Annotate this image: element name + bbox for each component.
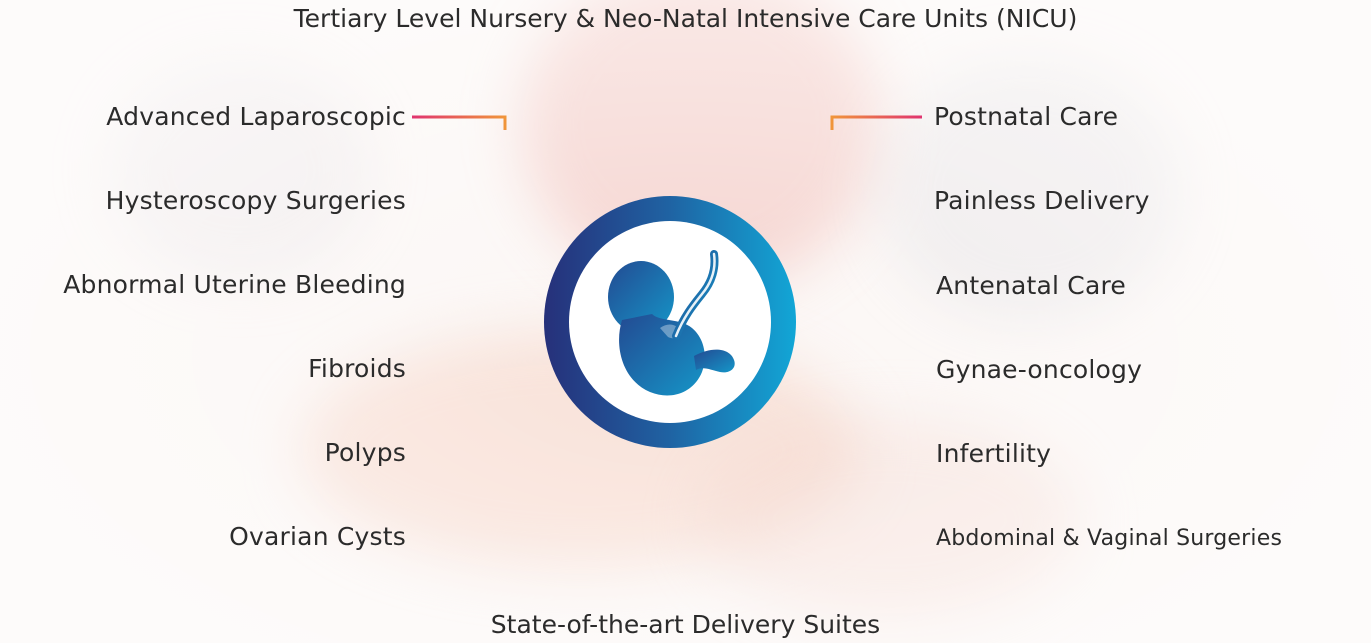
left-item-3: Abnormal Uterine Bleeding <box>63 270 406 299</box>
left-item-5: Polyps <box>324 438 406 467</box>
bottom-title: State-of-the-art Delivery Suites <box>490 610 881 639</box>
left-item-4: Fibroids <box>308 354 406 383</box>
right-item-5: Infertility <box>936 439 1052 468</box>
center-emblem <box>544 196 796 448</box>
top-title: Tertiary Level Nursery & Neo-Natal Inten… <box>293 4 1078 33</box>
left-connector-1 <box>412 115 507 130</box>
right-connector-1 <box>830 115 922 130</box>
fetus-icon <box>608 261 735 396</box>
right-item-2: Painless Delivery <box>934 186 1150 215</box>
right-item-4: Gynae-oncology <box>936 355 1143 384</box>
right-item-1: Postnatal Care <box>934 102 1119 131</box>
left-item-1: Advanced Laparoscopic <box>106 102 406 131</box>
right-item-6: Abdominal & Vaginal Surgeries <box>936 526 1283 551</box>
left-item-6: Ovarian Cysts <box>229 522 406 551</box>
right-item-3: Antenatal Care <box>936 271 1126 300</box>
left-item-2: Hysteroscopy Surgeries <box>105 186 406 215</box>
